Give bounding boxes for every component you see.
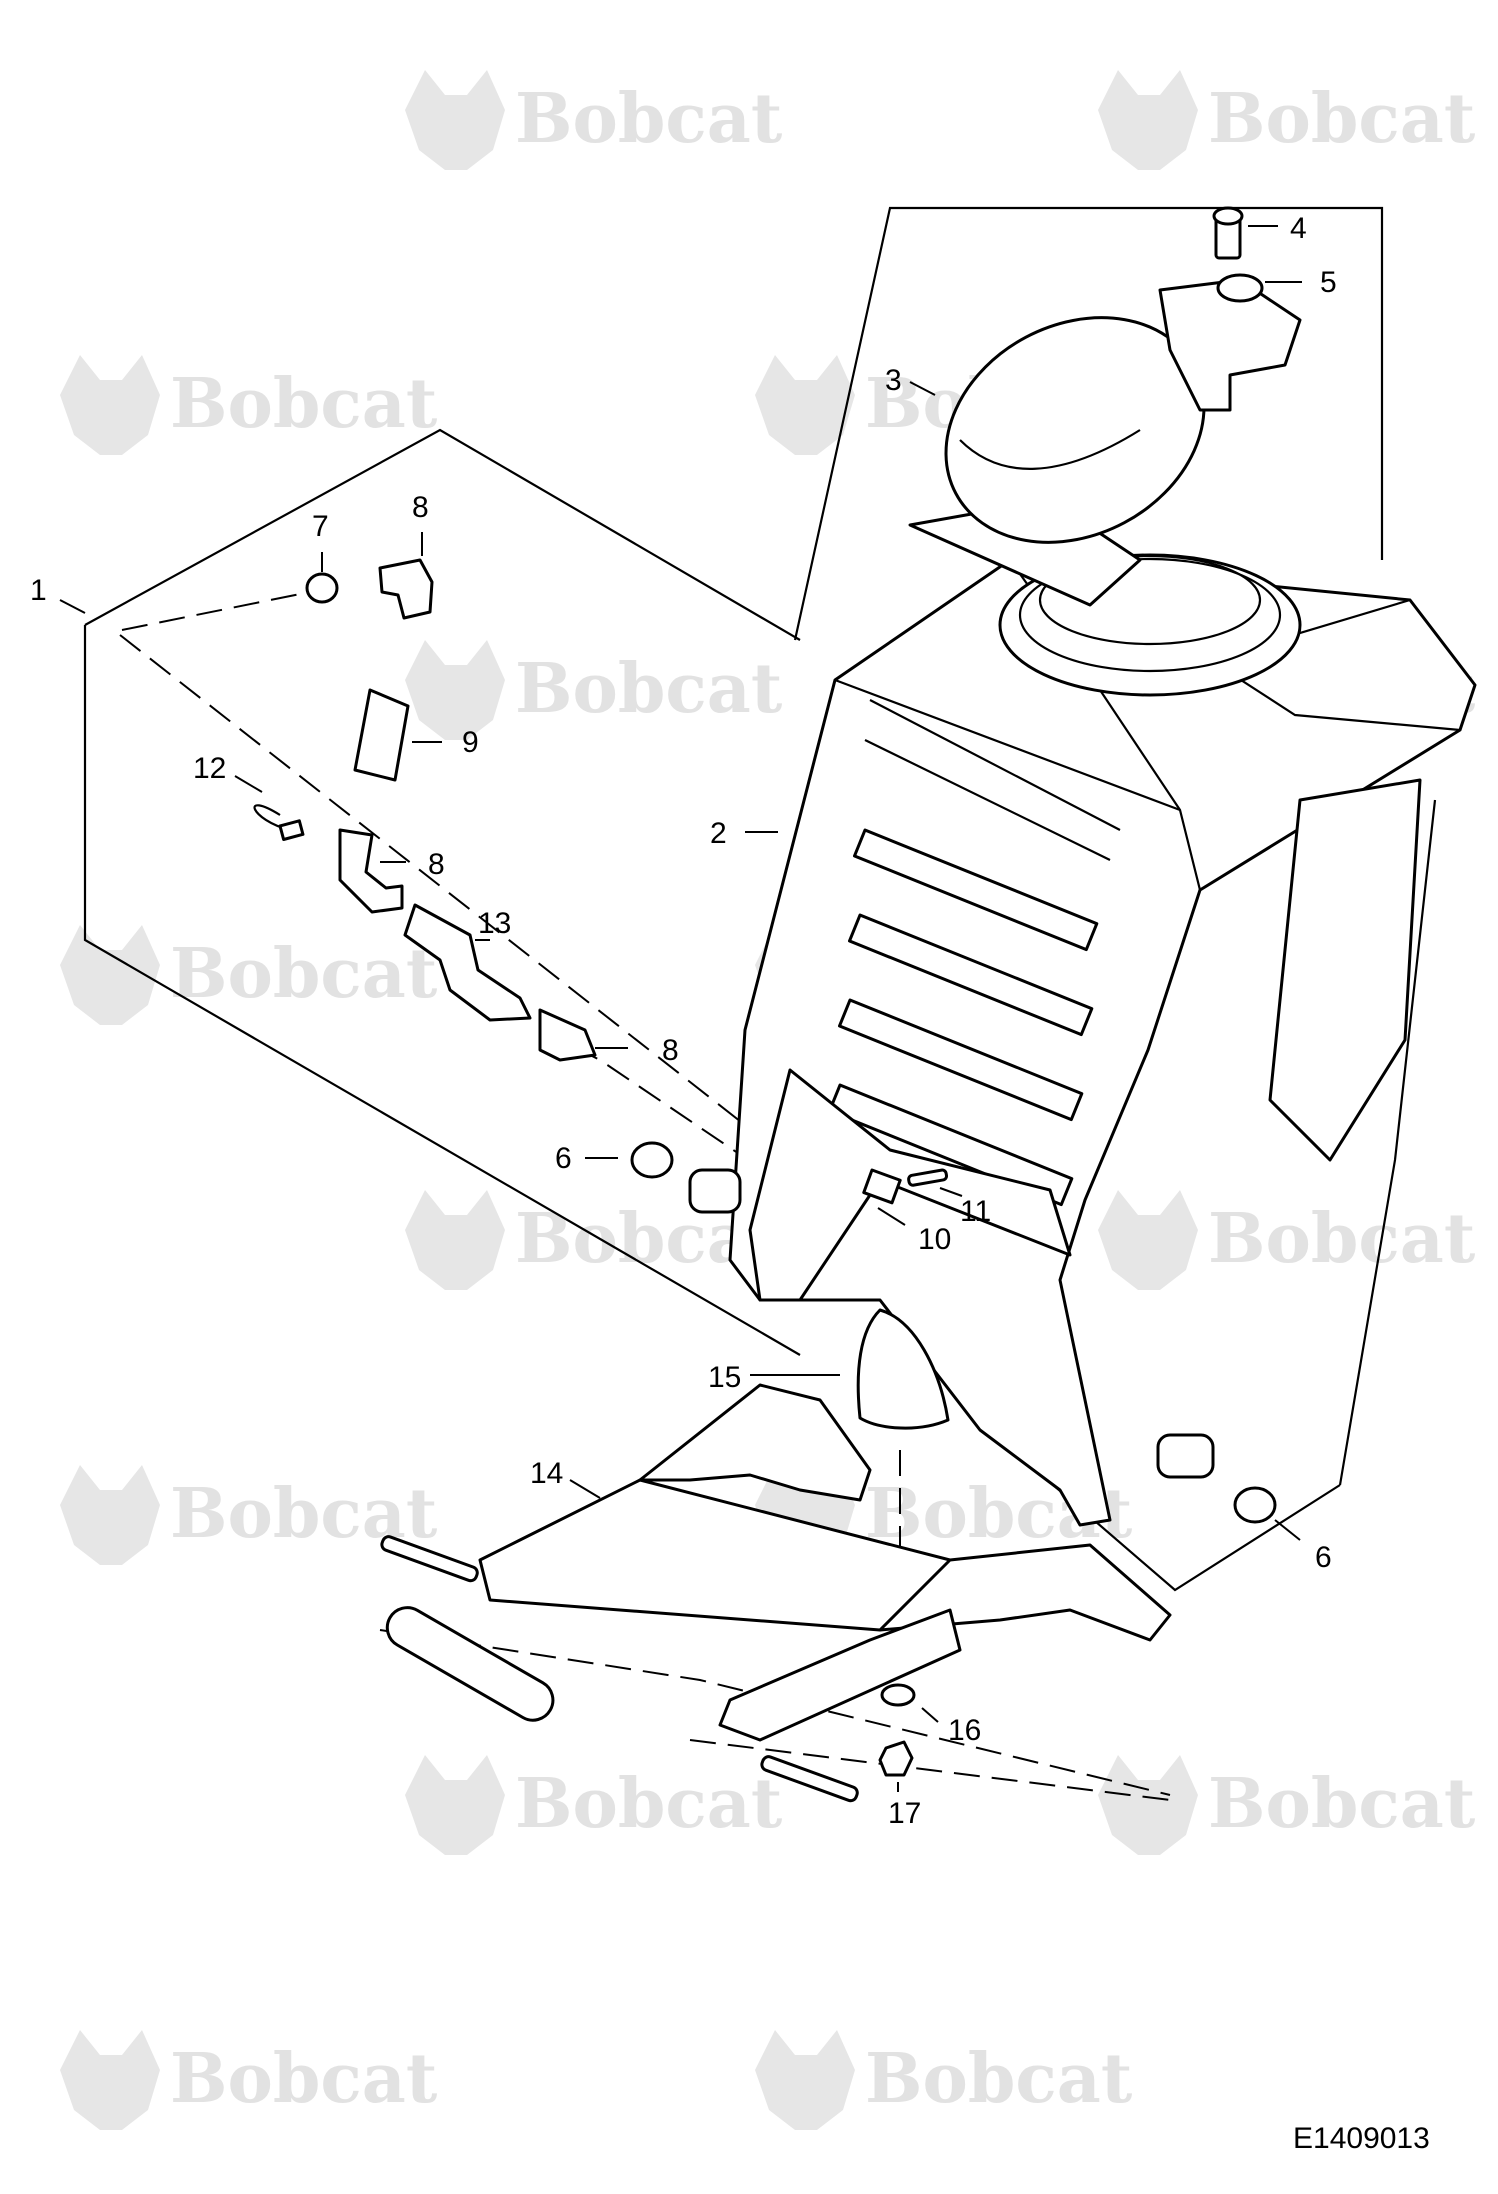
bobcat-logo-icon [1098,70,1198,170]
bobcat-watermark: Bobcat [1098,1755,1476,1855]
drawing-id: E1409013 [1293,2122,1430,2155]
callout-2: 2 [710,817,727,850]
callout-4: 4 [1290,212,1307,245]
bobcat-watermark: Bobcat [405,1755,783,1855]
bobcat-logo-icon [405,640,505,740]
svg-text:Bobcat: Bobcat [865,2039,1133,2119]
svg-text:Bobcat: Bobcat [170,934,438,1014]
callout-15: 15 [708,1361,741,1394]
callout-6: 6 [1315,1541,1332,1574]
callout-14: 14 [530,1457,563,1490]
bobcat-logo-icon [60,1465,160,1565]
bobcat-watermark: Bobcat [60,355,438,455]
bobcat-logo-icon [755,355,855,455]
callout-5: 5 [1320,266,1337,299]
bobcat-watermark: Bobcat [405,640,783,740]
callout-8: 8 [428,848,445,881]
bushing-6 [630,1141,742,1214]
fitting-7 [305,572,339,604]
bobcat-logo-icon [60,925,160,1025]
callout-6: 6 [555,1142,572,1175]
svg-text:Bobcat: Bobcat [1208,1764,1476,1844]
svg-text:Bobcat: Bobcat [170,364,438,444]
bobcat-watermark: Bobcat [1098,1190,1476,1290]
callout-3: 3 [885,364,902,397]
nut-17 [878,1740,914,1777]
clip-10 [862,1168,902,1205]
washer-16 [880,1683,916,1707]
coupler-9 [353,688,410,782]
svg-text:Bobcat: Bobcat [1208,1199,1476,1279]
callout-10: 10 [918,1223,951,1256]
svg-text:Bobcat: Bobcat [515,1764,783,1844]
mount-frame-14 [380,1383,1172,1803]
clamp-12 [253,804,305,842]
callout-17: 17 [888,1797,921,1830]
callout-12: 12 [193,752,226,785]
cone-15 [856,1308,950,1430]
tank-lid [908,278,1302,607]
callout-1: 1 [30,574,47,607]
bobcat-watermark: Bobcat [405,70,783,170]
callout-labels: 1 2 3 4 5 6 6 7 8 8 8 9 10 11 12 13 14 1… [30,212,1337,1830]
svg-text:Bobcat: Bobcat [515,79,783,159]
bobcat-watermark: Bobcat [1098,70,1476,170]
hose-13 [403,903,532,1022]
callout-11: 11 [960,1195,991,1228]
elbow-fitting-8-low [538,1008,597,1062]
svg-text:Bobcat: Bobcat [170,2039,438,2119]
svg-text:Bobcat: Bobcat [1208,79,1476,159]
bobcat-logo-icon [405,1755,505,1855]
bobcat-logo-icon [1098,1755,1198,1855]
bobcat-watermark: Bobcat [755,2030,1133,2130]
bobcat-watermark: Bobcat [60,2030,438,2130]
bobcat-logo-icon [1098,1190,1198,1290]
bobcat-watermark: Bobcat [60,925,438,1025]
bobcat-logo-icon [755,2030,855,2130]
callout-7: 7 [312,510,329,543]
washer-5 [1216,273,1264,303]
screw-11 [907,1168,949,1187]
leader-lines [59,225,1302,1792]
bushing-6b [1156,1433,1277,1524]
callout-16: 16 [948,1714,981,1747]
bobcat-logo-icon [405,1190,505,1290]
bobcat-logo-icon [60,355,160,455]
screw-4 [1212,206,1244,260]
watermark-layer: Bobcat Bobcat Bobcat Bobcat Bobcat Bobca… [60,70,1476,2130]
bobcat-watermark: Bobcat [60,1465,438,1565]
callout-9: 9 [462,726,479,759]
bobcat-logo-icon [405,70,505,170]
tank-housing [728,553,1477,1527]
elbow-fitting-8-top [378,558,434,620]
callout-8: 8 [412,491,429,524]
svg-text:Bobcat: Bobcat [515,649,783,729]
bobcat-logo-icon [60,2030,160,2130]
callout-13: 13 [478,907,511,940]
callout-8: 8 [662,1034,679,1067]
elbow-fitting-8-mid [338,828,404,914]
